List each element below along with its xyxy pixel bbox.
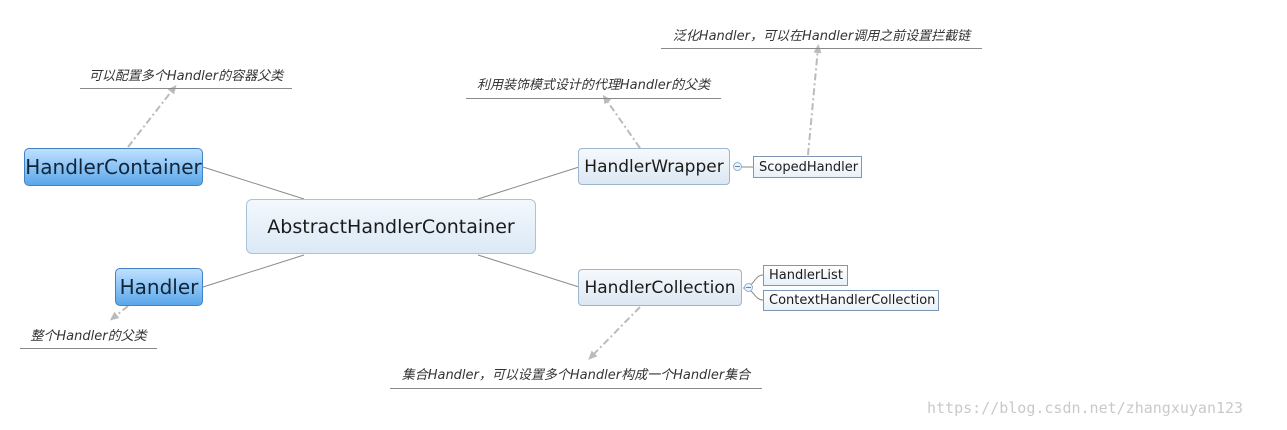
node-handler-list[interactable]: HandlerList <box>763 265 848 286</box>
node-label: HandlerContainer <box>25 155 202 179</box>
node-label: ScopedHandler <box>759 159 859 175</box>
note-scoped-handler: 泛化Handler，可以在Handler调用之前设置拦截链 <box>672 29 971 44</box>
node-context-handler-collection[interactable]: ContextHandlerCollection <box>763 290 939 311</box>
note-handler: 整个Handler的父类 <box>30 329 147 344</box>
note-underline <box>390 388 762 389</box>
node-label: HandlerCollection <box>584 277 736 298</box>
collapse-toggle-handlercollection[interactable] <box>744 283 753 292</box>
note-underline <box>20 348 157 349</box>
watermark: https://blog.csdn.net/zhangxuyan123 <box>927 399 1244 417</box>
node-scoped-handler[interactable]: ScopedHandler <box>753 156 862 178</box>
node-label: ContextHandlerCollection <box>769 293 936 308</box>
link-central-handlercollection <box>477 254 580 288</box>
node-label: HandlerWrapper <box>584 156 724 177</box>
link-central-handler <box>202 254 305 288</box>
node-handler-wrapper[interactable]: HandlerWrapper <box>578 148 730 185</box>
node-label: Handler <box>119 275 199 299</box>
arrow-handlercontainer-note <box>127 84 177 148</box>
link-central-handlerwrapper <box>477 166 580 200</box>
node-handler-container[interactable]: HandlerContainer <box>24 148 203 186</box>
note-underline <box>466 98 721 99</box>
note-handler-wrapper: 利用装饰模式设计的代理Handler的父类 <box>476 78 711 93</box>
arrow-scopedhandler-note <box>807 44 822 156</box>
link-central-handlercontainer <box>202 166 305 200</box>
note-handler-container: 可以配置多个Handler的容器父类 <box>88 69 284 84</box>
arrow-handlercollection-note <box>588 306 641 360</box>
note-underline <box>80 88 292 89</box>
node-label: AbstractHandlerContainer <box>267 215 515 238</box>
arrow-handler-note <box>109 305 129 321</box>
arrow-handlerwrapper-note <box>602 94 641 149</box>
node-handler[interactable]: Handler <box>115 268 203 306</box>
note-handler-collection: 集合Handler，可以设置多个Handler构成一个Handler集合 <box>401 368 751 383</box>
collapse-toggle-handlerwrapper[interactable] <box>733 162 742 171</box>
note-underline <box>661 48 982 49</box>
node-label: HandlerList <box>769 268 843 283</box>
node-handler-collection[interactable]: HandlerCollection <box>578 269 742 306</box>
node-abstract-handler-container[interactable]: AbstractHandlerContainer <box>246 199 536 254</box>
